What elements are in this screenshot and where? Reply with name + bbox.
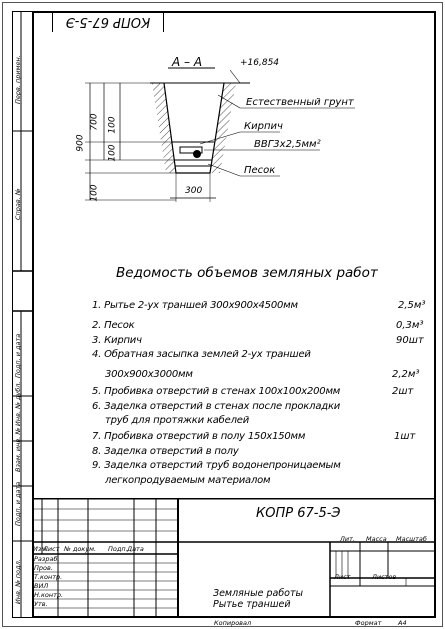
role-razrab: Разраб. (34, 555, 60, 563)
list-item: 4. Обратная засыпка землей 2-ух траншей (92, 349, 311, 360)
elevation-mark: +16,854 (240, 58, 280, 68)
col-podp: Подп. (108, 545, 128, 553)
lit-label: Лит. (340, 535, 355, 543)
col-date: Дата (127, 545, 144, 553)
sheet-label: Лист (334, 573, 351, 581)
side-label-podp1: Подп. и дата (14, 333, 22, 378)
dim-300: 300 (185, 186, 203, 196)
list-item: труб для протяжки кабелей (105, 415, 250, 426)
list-item: 3. Кирпич (92, 335, 142, 346)
format-label: Формат (355, 619, 382, 627)
side-label-perv: Перв. примен. (14, 55, 22, 104)
list-qty: 2,2м³ (392, 369, 420, 380)
role-vil: ВИЛ (34, 582, 49, 590)
dim-700: 700 (89, 113, 100, 131)
list-item: 6. Заделка отверстий в стенах после прок… (92, 401, 341, 412)
role-utv: Утв. (34, 600, 48, 608)
col-docnum: № докум. (64, 545, 97, 553)
sheets-label: Листов (372, 573, 397, 581)
list-item: 1. Рытье 2-ух траншей 300х900х4500мм (92, 300, 298, 311)
side-label-sprav: Справ. № (14, 188, 22, 220)
copied-label: Копировал (214, 619, 252, 627)
list-qty: 0,3м³ (396, 320, 424, 331)
dim-100b: 100 (107, 144, 118, 162)
label-brick: Кирпич (244, 121, 283, 132)
list-item: 2. Песок (92, 320, 135, 331)
side-label-vzam: Взам. инв. № (14, 427, 22, 472)
col-izm: Изм. (33, 545, 49, 553)
dim-900: 900 (75, 134, 86, 152)
dim-100c: 100 (89, 184, 100, 202)
list-qty: 90шт (396, 335, 424, 346)
label-cable: ВВГ3х2,5мм² (254, 139, 321, 150)
trench-section-drawing (85, 67, 355, 202)
list-item: 5. Пробивка отверстий в стенах 100х100х2… (92, 386, 341, 397)
list-item: 9. Заделка отверстий труб водонепроницае… (92, 460, 341, 471)
list-qty: 2,5м³ (398, 300, 426, 311)
drawing-frame (32, 11, 436, 618)
side-label-podp2: Подп. и дата (14, 481, 22, 526)
list-item: легкопродуваемым материалом (105, 475, 271, 486)
list-item: 7. Пробивка отверстий в полу 150х150мм (92, 431, 306, 442)
side-label-dubl: Инв. № дубл. (14, 381, 22, 426)
role-tkontr: Т.контр. (34, 573, 63, 581)
role-nkontr: Н.контр. (34, 591, 64, 599)
side-label-podl: Инв. № подл. (14, 559, 22, 604)
list-item: 300х900х3000мм (105, 369, 193, 380)
page-title: Ведомость объемов земляных работ (116, 265, 378, 281)
left-margin-grid (12, 11, 33, 618)
title-block-code: КОПР 67-5-Э (256, 506, 341, 521)
doc-name-2: Рытье траншей (213, 599, 291, 610)
dim-100a: 100 (107, 116, 118, 134)
list-qty: 1шт (394, 431, 416, 442)
col-list: Лист (43, 545, 60, 553)
section-label: А – А (172, 55, 203, 69)
label-sand: Песок (244, 165, 276, 176)
label-soil: Естественный грунт (246, 97, 354, 108)
mass-label: Масса (366, 535, 387, 543)
title-block-grid (32, 498, 436, 618)
format-value: А4 (398, 619, 407, 627)
scale-label: Масштаб (396, 535, 427, 543)
role-prov: Пров. (34, 564, 53, 572)
doc-name-1: Земляные работы (213, 588, 304, 599)
list-item: 8. Заделка отверстий в полу (92, 446, 239, 457)
list-qty: 2шт (392, 386, 414, 397)
top-stamp: КОПР 67-5-Э (52, 11, 164, 32)
